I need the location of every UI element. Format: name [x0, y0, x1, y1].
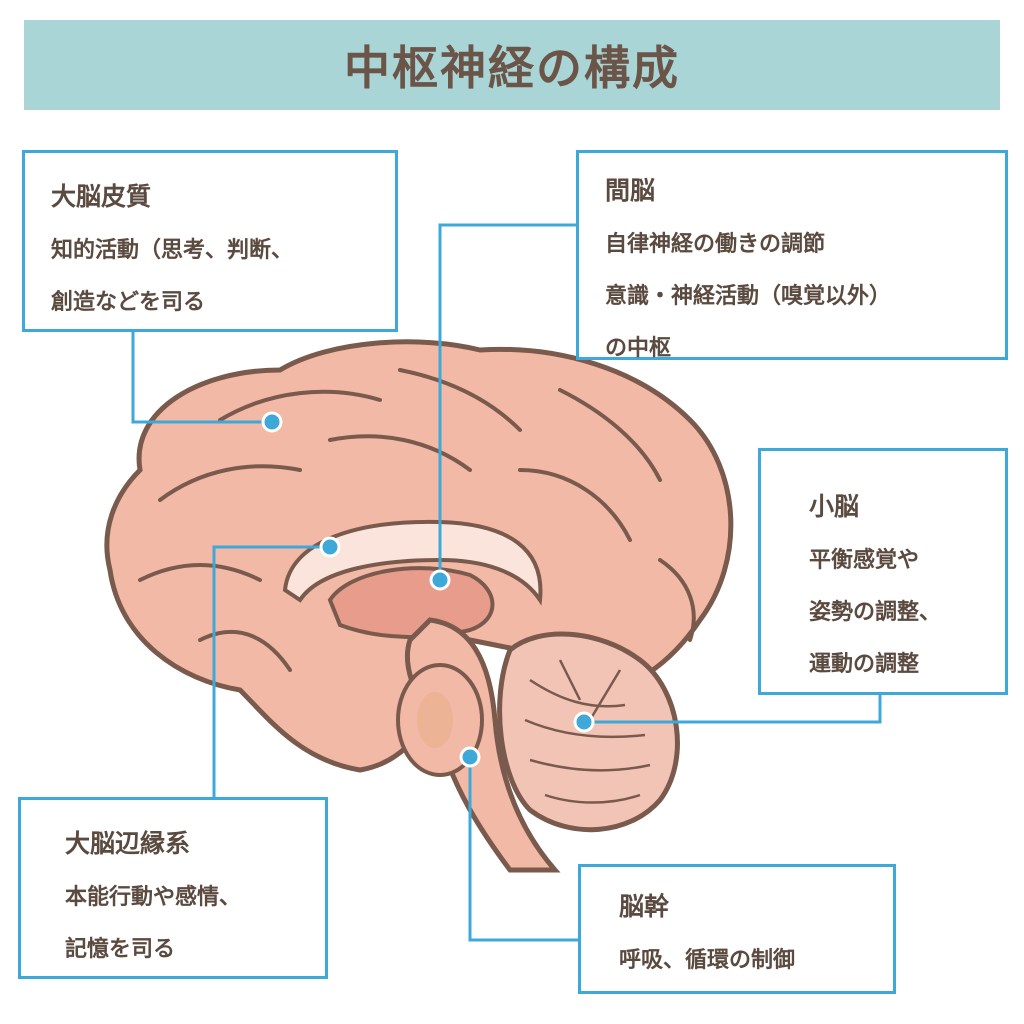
- label-box-brainstem: 脳幹 呼吸、循環の制御: [578, 864, 896, 994]
- label-line: 姿勢の調整、: [809, 600, 942, 625]
- label-box-limbic-system: 大脳辺縁系 本能行動や感情、 記憶を司る: [18, 797, 328, 979]
- pons-highlight: [417, 692, 453, 748]
- label-line: の中枢: [605, 336, 672, 361]
- label-line: 自律神経の働きの調節: [605, 232, 826, 257]
- label-heading-brainstem: 脳幹: [619, 892, 670, 921]
- marker-dots: [261, 411, 595, 768]
- label-line: 運動の調整: [809, 652, 920, 677]
- label-line: 記憶を司る: [65, 937, 176, 962]
- marker-dot-brainstem: [459, 746, 481, 768]
- label-heading-diencephalon: 間脳: [605, 176, 656, 205]
- cerebellum-folia: [524, 659, 651, 804]
- label-line: 平衡感覚や: [809, 548, 920, 573]
- title-banner: 中枢神経の構成: [24, 20, 1000, 110]
- label-heading-limbic-system: 大脳辺縁系: [65, 829, 191, 858]
- marker-dot-limbic-system: [319, 536, 341, 558]
- cerebellum-shape: [497, 631, 680, 833]
- leader-line-limbic-system: [212, 545, 330, 800]
- label-box-diencephalon: 間脳 自律神経の働きの調節 意識・神経活動（嗅覚以外） の中枢: [576, 150, 1008, 361]
- leader-line-diencephalon: [438, 223, 578, 580]
- marker-dot-cerebral-cortex: [261, 411, 283, 433]
- marker-dot-diencephalon: [429, 569, 451, 591]
- leader-lines: [131, 223, 882, 942]
- diencephalon-shape: [327, 566, 495, 639]
- label-box-cerebral-cortex: 大脳皮質 知的活動（思考、判断、 創造などを司る: [22, 150, 398, 332]
- label-line: 呼吸、循環の制御: [619, 948, 796, 973]
- label-line: 本能行動や感情、: [65, 885, 242, 910]
- gyri-contours: [138, 368, 696, 672]
- leader-line-cerebellum: [584, 695, 882, 724]
- label-heading-cerebral-cortex: 大脳皮質: [51, 182, 152, 211]
- label-heading-cerebellum: 小脳: [809, 492, 860, 521]
- label-line: 創造などを司る: [51, 290, 206, 315]
- page-title: 中枢神経の構成: [344, 41, 680, 95]
- label-line: 知的活動（思考、判断、: [51, 238, 294, 263]
- label-line: 意識・神経活動（嗅覚以外）: [605, 284, 892, 309]
- leader-line-cerebral-cortex: [131, 330, 272, 424]
- leader-line-brainstem: [468, 757, 580, 942]
- corpus-callosum: [282, 519, 543, 606]
- marker-dot-cerebellum: [573, 711, 595, 733]
- label-box-cerebellum: 小脳 平衡感覚や 姿勢の調整、 運動の調整: [758, 448, 1008, 695]
